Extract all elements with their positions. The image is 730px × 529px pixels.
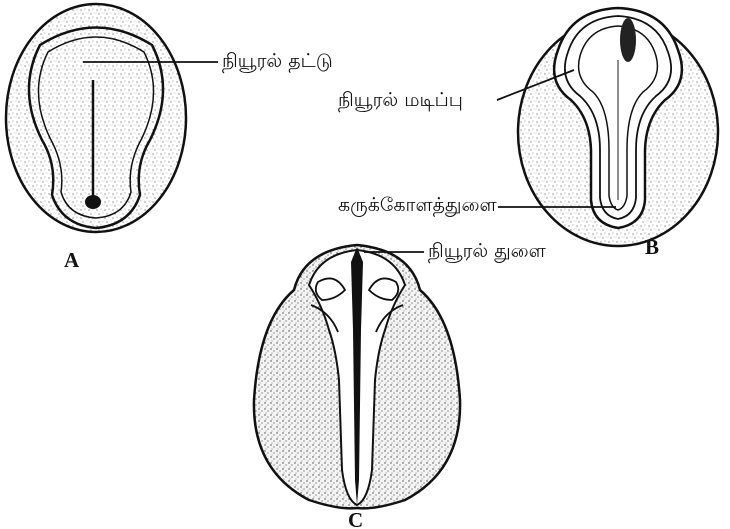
blastopore-label: கருக்கோளத்துளை [338,196,497,215]
neural-pore-label: நியூரல் துளை [428,242,546,261]
embryo-b [497,8,718,246]
figure-letter-b: B [645,237,659,258]
embryo-c [254,245,460,508]
neural-plate-label: நியூரல் தட்டு [222,52,333,71]
embryo-b-head-shade [620,18,636,62]
embryo-a-blastopore [85,195,101,209]
figure-letter-c: C [348,510,363,529]
figure-letter-a: A [64,250,79,271]
embryo-a [6,4,218,232]
neural-fold-label: நியூரல் மடிப்பு [338,91,463,110]
